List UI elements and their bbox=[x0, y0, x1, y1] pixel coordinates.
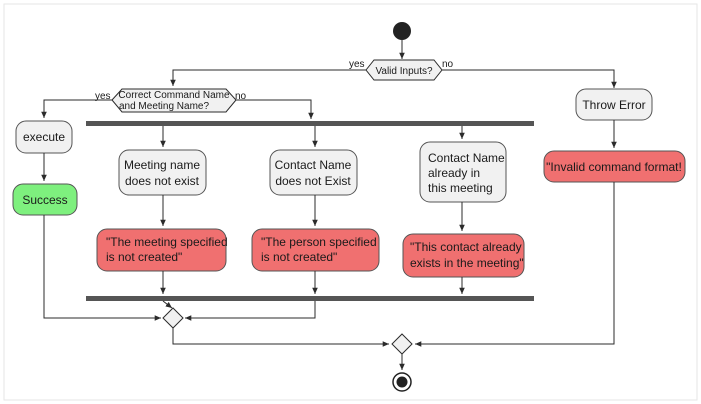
branch3-check-line3: this meeting bbox=[428, 181, 493, 195]
branch2-check-line1: Contact Name bbox=[275, 158, 352, 172]
command-name-no-label: no bbox=[235, 91, 247, 102]
fork-bar bbox=[86, 121, 534, 126]
throw-error-activity: Throw Error bbox=[575, 88, 653, 121]
command-name-decision: Correct Command Name and Meeting Name? bbox=[111, 88, 237, 113]
end-node bbox=[392, 372, 412, 392]
command-name-yes-label: yes bbox=[95, 91, 111, 102]
command-name-label-line2: and Meeting Name? bbox=[119, 101, 209, 112]
valid-inputs-label: Valid Inputs? bbox=[375, 66, 433, 77]
edge-valid-yes bbox=[170, 69, 366, 86]
branch1-msg-line2: is not created" bbox=[106, 250, 182, 264]
branch3-check-line1: Contact Name bbox=[428, 151, 505, 165]
branch3-check-line2: already in bbox=[428, 166, 480, 180]
throw-error-label: Throw Error bbox=[582, 98, 645, 112]
edge-command-no bbox=[236, 99, 314, 119]
execute-activity: execute bbox=[15, 120, 73, 154]
execute-label: execute bbox=[23, 130, 65, 144]
edge-join-merge bbox=[162, 300, 173, 309]
branch1-check-line1: Meeting name bbox=[124, 158, 200, 172]
command-name-label-line1: Correct Command Name bbox=[118, 90, 230, 101]
start-node bbox=[393, 22, 411, 40]
success-activity: Success bbox=[12, 183, 78, 216]
branch3-msg-line2: exists in the meeting" bbox=[410, 256, 524, 270]
edge-valid-no bbox=[442, 69, 617, 88]
edge-branch2-merge bbox=[185, 301, 316, 321]
edge-command-yes bbox=[41, 99, 112, 118]
valid-inputs-no-label: no bbox=[442, 59, 454, 70]
edge-invalid-merge bbox=[415, 182, 615, 347]
person-not-created-error: "The person specified is not created" bbox=[251, 228, 380, 272]
contact-not-exist-check: Contact Name does not Exist bbox=[269, 149, 358, 196]
valid-inputs-decision: Valid Inputs? bbox=[365, 59, 443, 81]
branch2-msg-line2: is not created" bbox=[261, 250, 337, 264]
invalid-command-format-error: "Invalid command format! bbox=[543, 150, 686, 183]
branch3-msg-line1: "This contact already bbox=[410, 240, 522, 254]
edge-success-merge bbox=[43, 215, 161, 321]
branch1-check-line2: does not exist bbox=[125, 174, 200, 188]
invalid-format-label: "Invalid command format! bbox=[546, 160, 682, 174]
success-label: Success bbox=[22, 193, 67, 207]
contact-already-in-meeting-check: Contact Name already in this meeting bbox=[419, 141, 507, 203]
meeting-not-created-error: "The meeting specified is not created" bbox=[96, 228, 228, 272]
meeting-not-exist-check: Meeting name does not exist bbox=[118, 149, 207, 196]
branch2-check-line2: does not Exist bbox=[275, 174, 351, 188]
join-bar bbox=[86, 296, 534, 301]
contact-exists-error: "This contact already exists in the meet… bbox=[402, 233, 525, 278]
branch2-msg-line1: "The person specified bbox=[261, 235, 377, 249]
edge-merge-final bbox=[172, 328, 389, 347]
branch1-msg-line1: "The meeting specified bbox=[106, 235, 228, 249]
valid-inputs-yes-label: yes bbox=[349, 59, 365, 70]
